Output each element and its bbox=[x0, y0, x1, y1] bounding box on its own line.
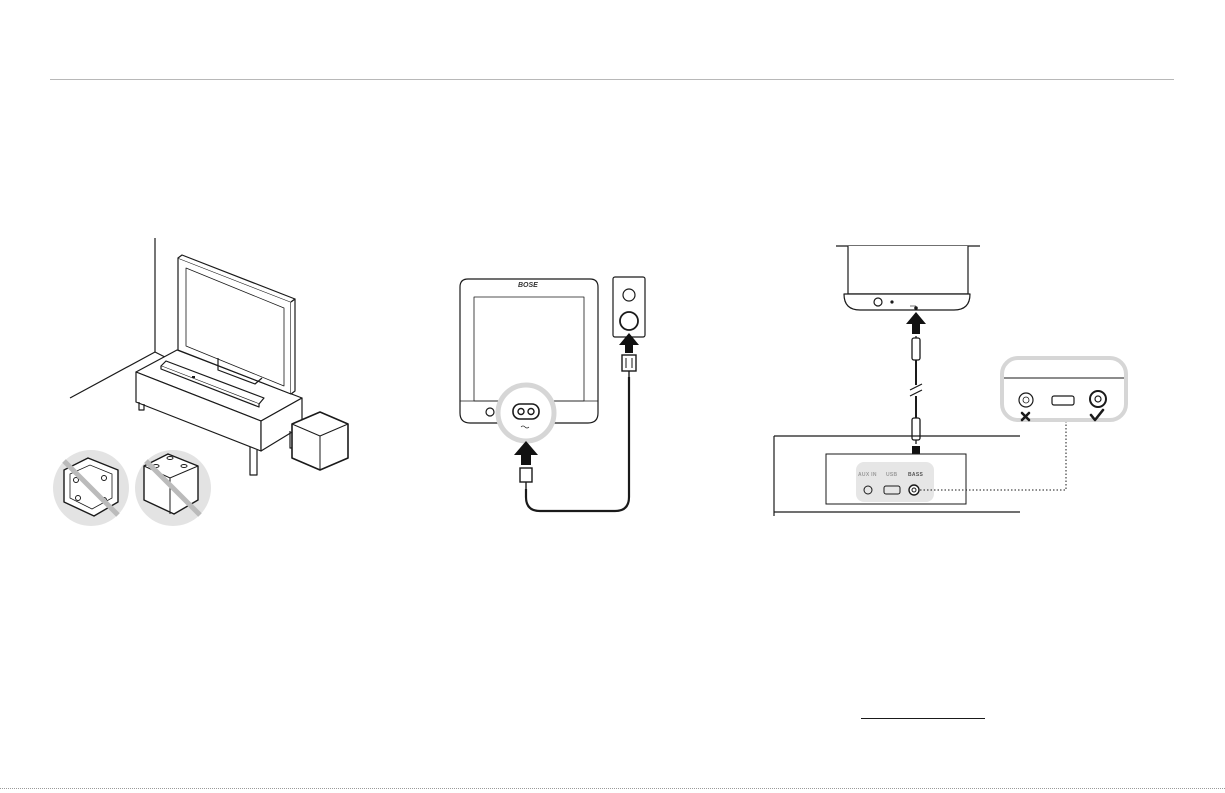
header-rule bbox=[50, 79, 1174, 80]
power-port-icon bbox=[498, 385, 554, 441]
bass-module-logo: BOSE bbox=[518, 282, 538, 289]
port-usb-label: USB bbox=[886, 472, 898, 478]
footer-rule bbox=[0, 788, 1225, 789]
placement-illustration bbox=[40, 230, 370, 540]
arrow-icon bbox=[906, 312, 926, 468]
bass-cable-illustration: AUX IN USB BASS bbox=[770, 240, 1140, 520]
wall-outlet-icon bbox=[613, 277, 645, 337]
port-callout bbox=[1002, 358, 1126, 420]
no-upside-down-icon bbox=[53, 450, 129, 526]
port-bass-label: BASS bbox=[908, 472, 923, 478]
link-underline bbox=[861, 718, 985, 719]
bass-module-bottom-icon bbox=[836, 246, 980, 310]
no-on-side-icon bbox=[135, 450, 211, 526]
bass-cable-icon bbox=[910, 336, 922, 444]
bass-module-icon bbox=[292, 412, 348, 470]
power-illustration: BOSE bbox=[450, 265, 670, 525]
port-aux-in-label: AUX IN bbox=[858, 472, 877, 478]
